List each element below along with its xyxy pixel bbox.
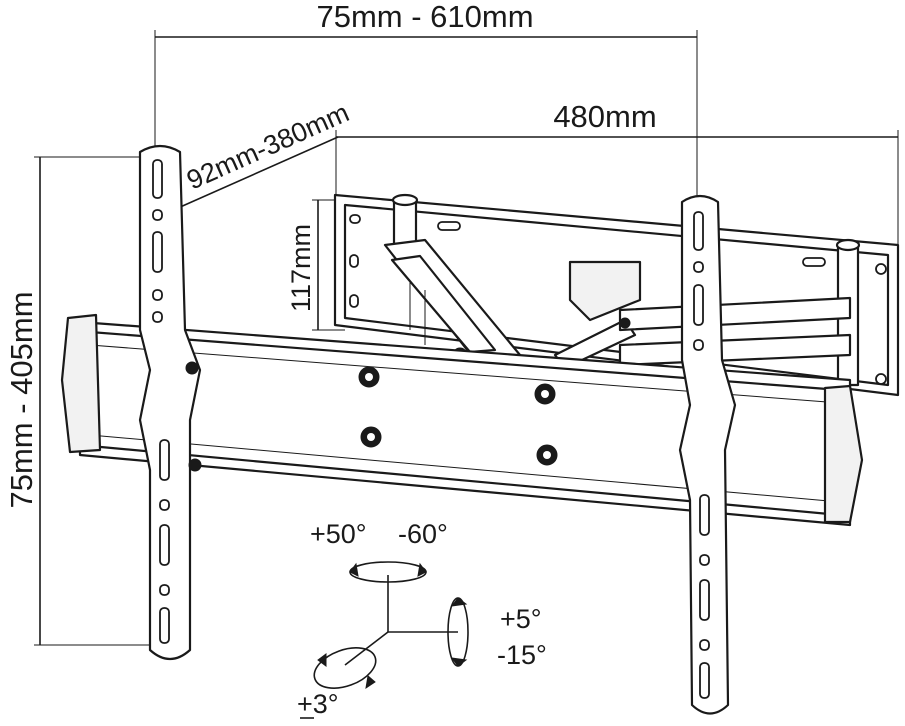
- articulating-arm: [383, 193, 861, 387]
- rotation-axes-icon: [313, 561, 469, 690]
- wall-plate-height-label: 117mm: [286, 224, 316, 312]
- vesa-width-label: 75mm - 610mm: [316, 0, 533, 34]
- tilt-up-label: +5°: [500, 604, 542, 634]
- tilt-down-label: -15°: [497, 640, 547, 670]
- arm-extension-label: 92mm-380mm: [182, 97, 353, 195]
- wall-plate-width-label: 480mm: [553, 99, 656, 134]
- level-adjust-label: +3°: [297, 689, 339, 719]
- tv-crossbar: [60, 313, 864, 527]
- swivel-right-label: -60°: [398, 519, 448, 549]
- dimension-lines: [34, 30, 899, 646]
- left-vertical-bracket: [138, 144, 202, 661]
- vesa-height-label: 75mm - 405mm: [4, 291, 39, 508]
- right-vertical-bracket: [678, 194, 737, 715]
- swivel-left-label: +50°: [310, 519, 367, 549]
